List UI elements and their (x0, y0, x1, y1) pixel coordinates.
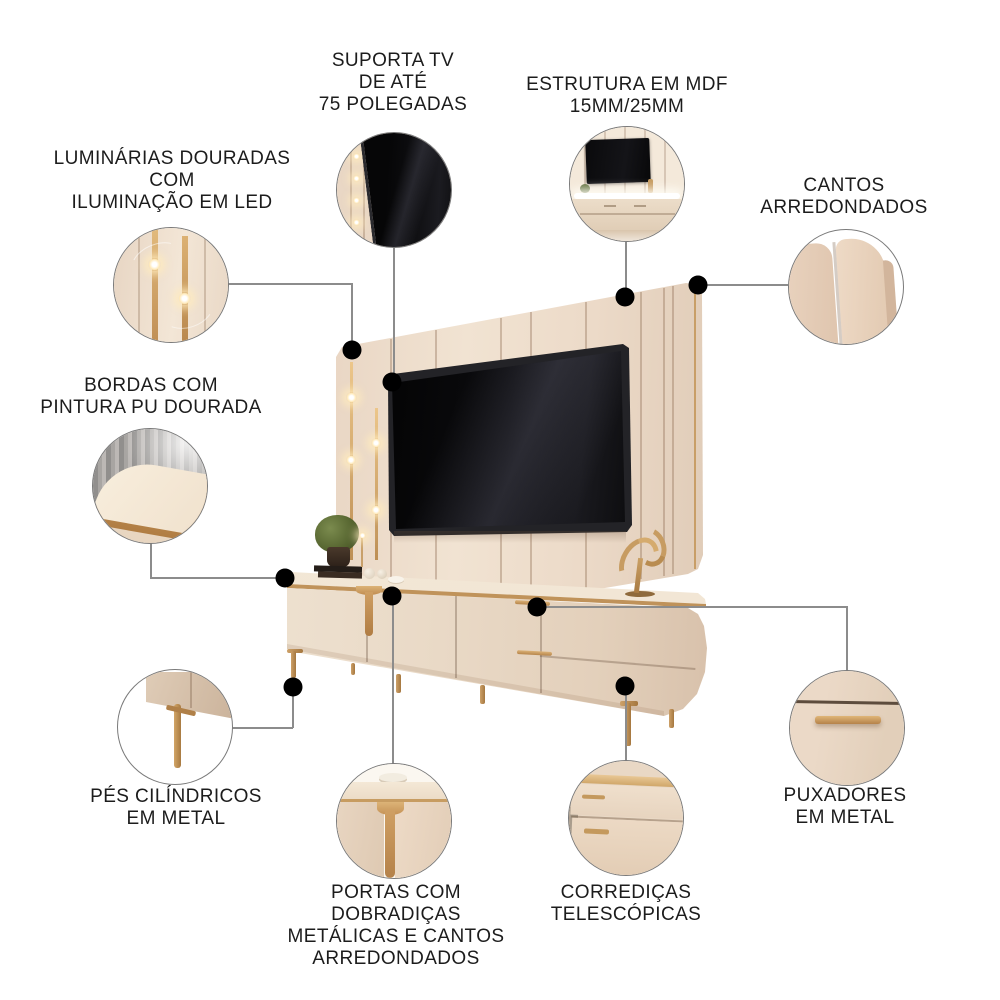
connector-dot (382, 586, 402, 606)
decor-dish (388, 576, 404, 583)
tv-screen-corner (359, 133, 451, 247)
connector-dot (283, 677, 303, 697)
connector-line (351, 283, 353, 344)
metal-foot (625, 703, 631, 746)
portas-detail-photo (336, 763, 452, 879)
label-luminarias: LUMINÁRIAS DOURADAS COM ILUMINAÇÃO EM LE… (53, 148, 291, 213)
connector-line (232, 727, 293, 729)
plant-pot (327, 547, 350, 567)
led-glow (346, 455, 356, 465)
gold-drip-ornament (377, 802, 404, 815)
decor-dish (379, 773, 407, 782)
luminarias-detail-photo (113, 227, 229, 343)
connector-line (393, 248, 395, 376)
label-portas: PORTAS COM DOBRADIÇAS METÁLICAS E CANTOS… (287, 882, 505, 969)
connector-line (540, 606, 847, 608)
label-bordas: BORDAS COM PINTURA PU DOURADA (40, 375, 262, 418)
connector-dot (688, 275, 708, 295)
label-pes: PÉS CILÍNDRICOS EM METAL (90, 786, 262, 829)
decor-ball (377, 569, 387, 579)
door-panel (337, 802, 384, 878)
plant-foliage (315, 515, 359, 553)
tv-screen (585, 137, 651, 185)
gold-drip-ornament (385, 810, 395, 878)
label-cantos: CANTOS ARREDONDADOS (760, 175, 928, 218)
connector-dot (275, 568, 295, 588)
connector-line (846, 606, 848, 672)
gold-handle (815, 716, 881, 724)
cantos-detail-photo (788, 229, 904, 345)
led-strip-icon (182, 236, 188, 342)
rounded-panel-piece (789, 242, 839, 344)
cylindrical-metal-foot (174, 704, 181, 768)
mini-rack (570, 199, 684, 231)
led-glow (371, 438, 381, 448)
drawer-front (570, 783, 683, 820)
panel-groove (672, 286, 674, 574)
corredicas-detail-photo (568, 760, 684, 876)
decor-book (317, 571, 363, 579)
mini-figurine (648, 179, 653, 193)
tabletop-strip (337, 782, 451, 799)
gold-edge-trim (694, 289, 696, 569)
metal-foot (351, 663, 355, 675)
connector-dot (615, 287, 635, 307)
connector-dot (527, 597, 547, 617)
label-suporta-tv: SUPORTA TV DE ATÉ 75 POLEGADAS (318, 50, 468, 115)
decor-ball (364, 568, 375, 579)
rounded-panel-piece (835, 236, 891, 344)
connector-line (150, 542, 152, 578)
mini-plant (580, 184, 590, 193)
candlestick (361, 537, 363, 567)
led-light-strip (375, 408, 378, 560)
led-strip-icon (152, 228, 158, 342)
connector-dot (615, 676, 635, 696)
suporta-tv-detail-photo (336, 132, 452, 248)
led-underglow (574, 193, 680, 199)
connector-dot (382, 372, 402, 392)
drawer-front (569, 817, 683, 875)
metal-foot (480, 685, 485, 704)
door-seam (455, 596, 457, 678)
candle-glow (359, 532, 366, 539)
metal-foot (669, 709, 674, 728)
panel-groove (640, 292, 642, 579)
gold-drip-ornament (356, 586, 382, 595)
connector-line (625, 242, 627, 290)
connector-line (392, 603, 394, 764)
label-corredicas: CORREDIÇAS TELESCÓPICAS (550, 882, 702, 925)
connector-line (625, 693, 627, 762)
led-glow (371, 505, 381, 515)
connector-dot (342, 340, 362, 360)
bordas-detail-photo (92, 428, 208, 544)
connector-line (292, 694, 294, 728)
label-puxadores: PUXADORES EM METAL (783, 785, 907, 828)
door-seam (540, 600, 542, 693)
led-glow (346, 392, 357, 403)
puxadores-detail-photo (789, 670, 905, 786)
estrutura-mdf-detail-photo (569, 126, 685, 242)
connector-line (228, 283, 352, 285)
connector-line (150, 577, 278, 579)
label-estrutura-mdf: ESTRUTURA EM MDF 15MM/25MM (526, 74, 728, 117)
connector-line (707, 284, 788, 286)
sculpture-base (625, 591, 655, 597)
pes-detail-photo (117, 669, 233, 785)
gold-drip-ornament (365, 592, 373, 636)
metal-foot (291, 651, 296, 678)
tv-shadow (394, 531, 626, 543)
metal-foot (396, 674, 401, 693)
panel-groove (663, 288, 665, 576)
door-panel (395, 802, 451, 878)
